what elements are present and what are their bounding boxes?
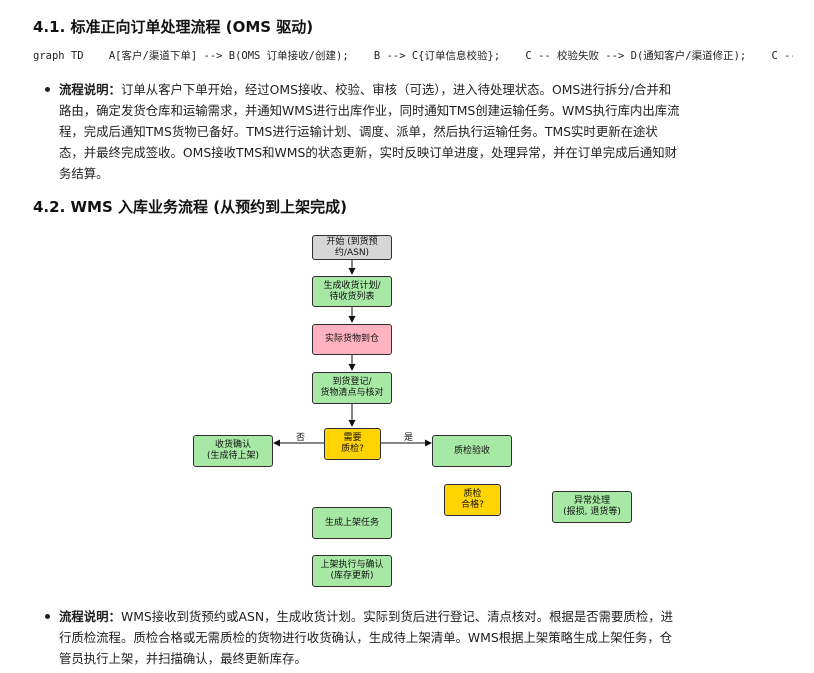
node-exception-handling: 异常处理 (报损, 退货等) — [552, 491, 632, 523]
node-qc-pass-decision: 质检 合格? — [444, 484, 501, 516]
edge-label-yes: 是 — [404, 433, 414, 443]
edge-label-no: 否 — [296, 433, 306, 443]
section-heading-wms: 4.2. WMS 入库业务流程 (从预约到上架完成) — [33, 198, 347, 216]
mermaid-code-line: graph TD A[客户/渠道下单] --> B(OMS 订单接收/创建); … — [33, 50, 793, 62]
node-receipt-plan: 生成收货计划/ 待收货列表 — [312, 276, 392, 307]
node-start: 开始 (到货预约/ASN) — [312, 235, 392, 260]
node-receipt-confirmation: 收货确认 (生成待上架) — [193, 435, 273, 467]
note-text: 订单从客户下单开始，经过OMS接收、校验、审核（可选），进入待处理状态。OMS进… — [59, 82, 680, 181]
section-heading-oms: 4.1. 标准正向订单处理流程 (OMS 驱动) — [33, 18, 314, 36]
note-label: 流程说明： — [59, 82, 121, 97]
oms-flow-description-item: 流程说明：订单从客户下单开始，经过OMS接收、校验、审核（可选），进入待处理状态… — [41, 79, 681, 184]
node-putaway-execution: 上架执行与确认 (库存更新) — [312, 555, 392, 587]
oms-flow-description: 流程说明：订单从客户下单开始，经过OMS接收、校验、审核（可选），进入待处理状态… — [41, 79, 681, 184]
note-text: WMS接收到货预约或ASN，生成收货计划。实际到货后进行登记、清点核对。根据是否… — [59, 609, 673, 666]
node-qc-inspection: 质检验收 — [432, 435, 512, 467]
node-need-qc-decision: 需要 质检? — [324, 428, 381, 460]
note-label: 流程说明： — [59, 609, 121, 624]
node-goods-arrival: 实际货物到仓 — [312, 324, 392, 355]
wms-flow-description-item: 流程说明：WMS接收到货预约或ASN，生成收货计划。实际到货后进行登记、清点核对… — [41, 606, 681, 669]
node-putaway-task: 生成上架任务 — [312, 507, 392, 539]
wms-flow-description: 流程说明：WMS接收到货预约或ASN，生成收货计划。实际到货后进行登记、清点核对… — [41, 606, 681, 669]
node-arrival-registration: 到货登记/ 货物清点与核对 — [312, 372, 392, 404]
